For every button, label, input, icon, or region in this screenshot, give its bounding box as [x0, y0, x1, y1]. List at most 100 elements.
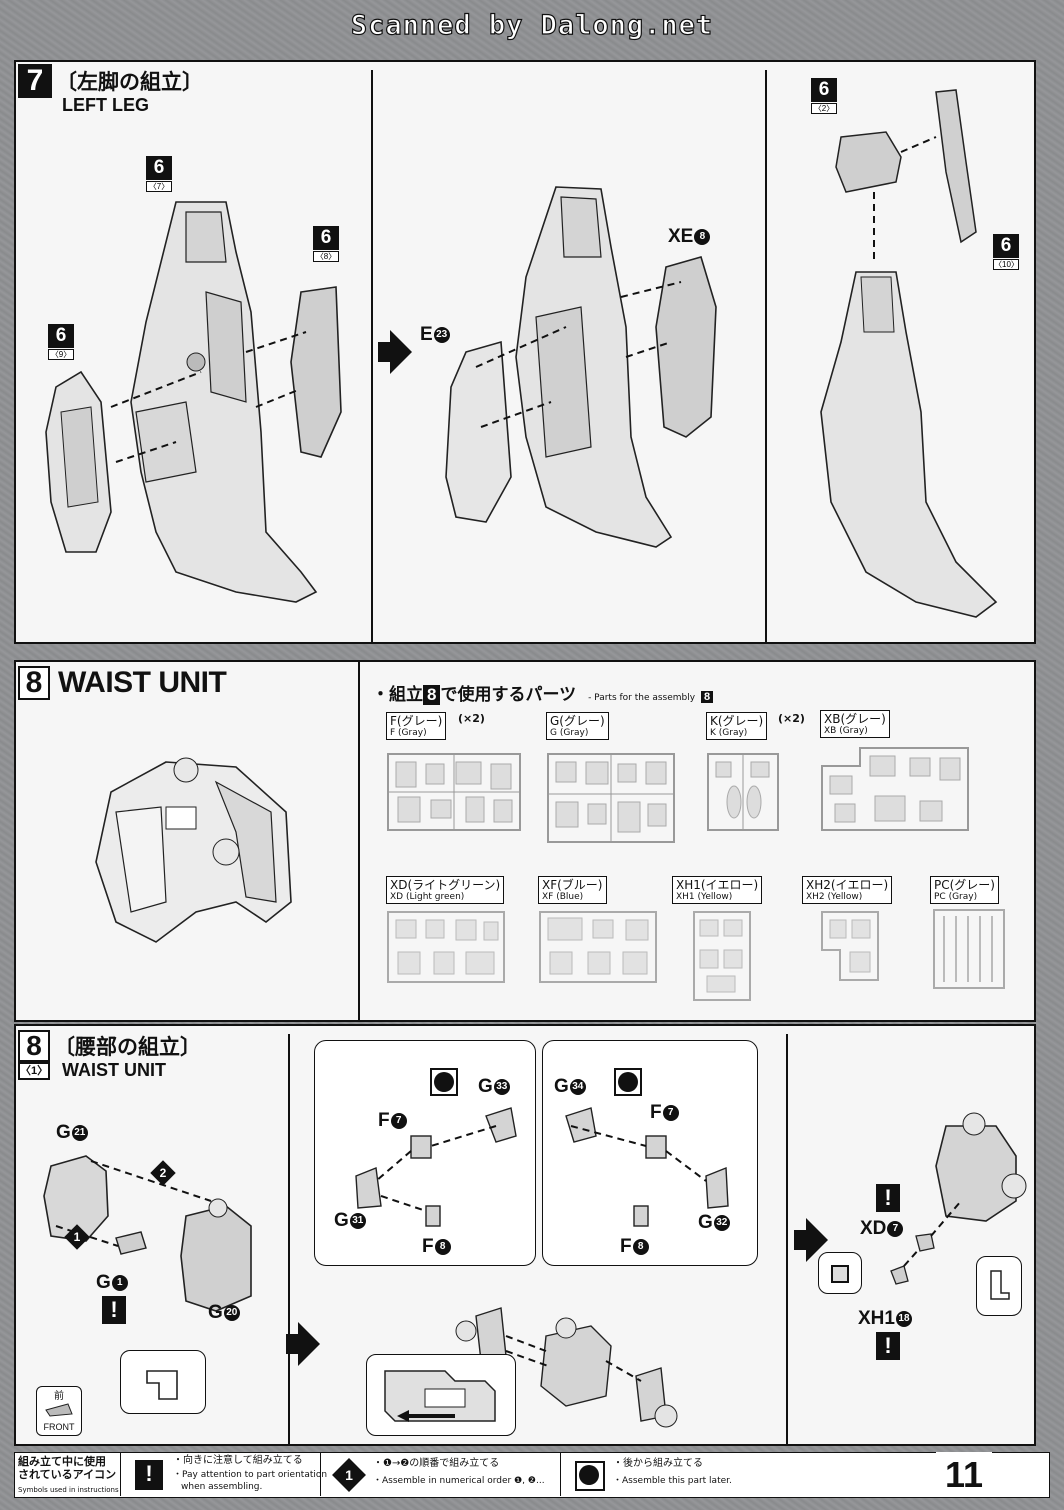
left-leg-assembly-diagram [45, 201, 342, 603]
step8-1-title-en: WAIST UNIT [62, 1060, 166, 1080]
step8-title-en: WAIST UNIT [58, 666, 227, 699]
runner-pc-diagram [933, 909, 1005, 989]
waist-unit-illustration [95, 757, 292, 943]
legend-later-jp: ・後から組み立てる [613, 1458, 703, 1469]
waist-hip-joints-diagram [355, 1107, 729, 1428]
runner-label-xd: XD(ライトグリーン)XD (Light green) [386, 876, 505, 904]
page-number: 11 [936, 1452, 992, 1496]
runner-label-g: G(グレー)G (Gray) [546, 712, 609, 740]
legend-order-jp: ・❶→❷の順番で組み立てる [373, 1458, 500, 1469]
runner-xh1-diagram [693, 911, 751, 1001]
order-icon: 1 [332, 1458, 366, 1492]
waist-final-diagram [890, 1112, 1027, 1285]
legend-order-en: ・Assemble in numerical order ❶, ❷... [373, 1476, 545, 1486]
divider [358, 662, 360, 1020]
assemble-later-icon [430, 1068, 458, 1096]
part-tag: 6〈7〉 [146, 156, 172, 192]
part-tag: 6〈2〉 [811, 78, 837, 114]
legend-order-cell: 1 ・❶→❷の順番で組み立てる ・Assemble in numerical o… [321, 1453, 561, 1496]
runner-label-k: K(グレー)K (Gray) [706, 712, 768, 740]
next-step-arrow [378, 330, 412, 374]
next-step-arrow [286, 1322, 320, 1366]
order-marker: 2 [150, 1160, 176, 1186]
legend-title-cell: 組み立て中に使用 されているアイコン Symbols used in instr… [15, 1453, 121, 1496]
step8-1-number: 8 [18, 1030, 50, 1062]
runner-multiplier: (×2) [778, 712, 805, 725]
runner-label-xb: XB(グレー)XB (Gray) [820, 710, 890, 738]
part-tag: 6〈10〉 [993, 234, 1019, 270]
runner-label-xf: XF(ブルー)XF (Blue) [538, 876, 607, 904]
step7-panel: 7 〔左脚の組立〕 LEFT LEG 6〈7〉 6〈8〉 6〈9〉 [14, 60, 1036, 644]
legend-orientation-en: ・Pay attention to part orientation [173, 1470, 328, 1480]
divider [786, 1034, 788, 1444]
caution-icon: ! [876, 1184, 900, 1212]
runner-label-pc: PC(グレー)PC (Gray) [930, 876, 999, 904]
watermark: Scanned by Dalong.net [350, 9, 714, 41]
divider [765, 70, 767, 642]
runner-k-diagram [707, 753, 779, 831]
legend-orientation-jp: ・向きに注意して組み立てる [173, 1455, 303, 1466]
runner-label-xh2: XH2(イエロー)XH2 (Yellow) [802, 876, 893, 904]
legend-orientation-cell: ! ・向きに注意して組み立てる ・Pay attention to part o… [121, 1453, 327, 1496]
step7-title-en: LEFT LEG [62, 95, 149, 115]
runner-xh2-diagram [821, 911, 879, 981]
detail-callout [976, 1256, 1022, 1316]
step8-1-sub-number: 〈1〉 [18, 1062, 50, 1080]
step7-number: 7 [18, 64, 52, 98]
assemble-later-icon [614, 1068, 642, 1096]
step8-number: 8 [18, 666, 50, 700]
legend-title-jp: 組み立て中に使用 [18, 1455, 106, 1468]
caution-icon: ! [135, 1460, 163, 1490]
next-step-arrow [794, 1218, 828, 1262]
runner-xb-diagram [821, 747, 969, 831]
icon-legend: 組み立て中に使用 されているアイコン Symbols used in instr… [14, 1452, 1050, 1498]
runner-multiplier: (×2) [458, 712, 485, 725]
left-leg-armor-diagram [445, 186, 717, 548]
detail-callout [818, 1252, 862, 1294]
waist-frame-diagram [43, 1155, 252, 1312]
front-indicator: 前 FRONT [36, 1386, 82, 1436]
step8-1-title-jp: 〔腰部の組立〕 [54, 1035, 201, 1059]
runner-label-xh1: XH1(イエロー)XH1 (Yellow) [672, 876, 763, 904]
legend-orientation-en: when assembling. [181, 1482, 263, 1492]
part-tag: 6〈8〉 [313, 226, 339, 262]
legend-later-en: ・Assemble this part later. [613, 1476, 732, 1486]
runner-xf-diagram [539, 911, 657, 983]
detail-callout [366, 1354, 516, 1436]
runner-label-f: F(グレー)F (Gray) [386, 712, 447, 740]
divider [371, 70, 373, 642]
caution-icon: ! [876, 1332, 900, 1360]
runner-g-diagram [547, 753, 675, 843]
assemble-later-icon [575, 1461, 605, 1491]
runner-xd-diagram [387, 911, 505, 983]
part-tag: 6〈9〉 [48, 324, 74, 360]
runner-f-diagram [387, 753, 521, 831]
detail-callout [120, 1350, 206, 1414]
left-leg-hip-joint-diagram [820, 89, 998, 618]
legend-title-en: Symbols used in instructions [18, 1486, 119, 1494]
legend-later-cell: ・後から組み立てる ・Assemble this part later. [561, 1453, 741, 1496]
divider [288, 1034, 290, 1444]
step7-title-jp: 〔左脚の組立〕 [56, 70, 203, 94]
caution-icon: ! [102, 1296, 126, 1324]
order-marker: 1 [64, 1224, 90, 1250]
